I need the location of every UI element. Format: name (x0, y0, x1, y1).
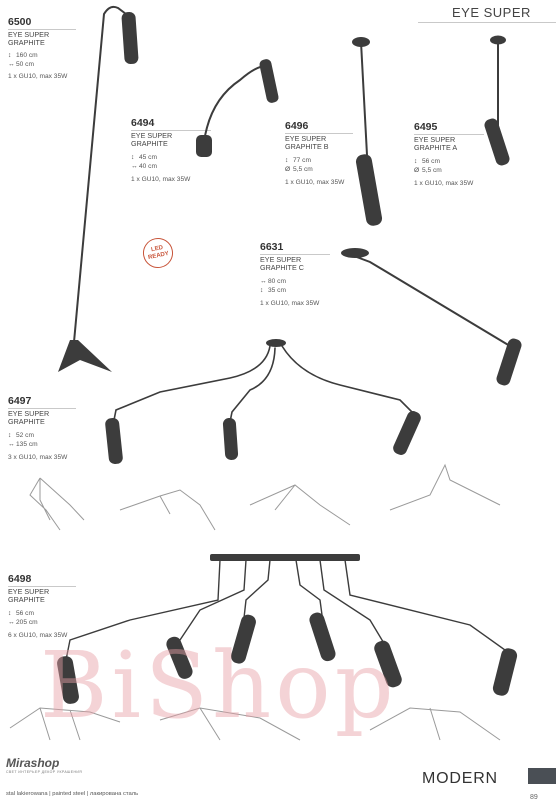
spec-row: ↔205 cm (8, 618, 38, 626)
spec-row: ↔40 cm (131, 162, 157, 170)
width-icon: ↔ (260, 277, 267, 285)
height-icon: ↕ (131, 153, 135, 161)
lamp-shade (393, 411, 421, 455)
lamp-shade (355, 154, 383, 226)
lamp-shade (484, 118, 510, 166)
spec-row: ↕56 cm (414, 157, 440, 165)
product-code: 6500 (8, 16, 32, 28)
height-icon: ↕ (414, 157, 418, 165)
spec-row: ↕77 cm (285, 156, 311, 164)
spec-row: ↕160 cm (8, 51, 38, 59)
spec-row: ↕35 cm (260, 286, 286, 294)
ceiling-canopy (266, 339, 286, 347)
product-name: EYE SUPER GRAPHITE (8, 30, 50, 48)
spec-row: ↕56 cm (8, 609, 34, 617)
product-name: EYE SUPER GRAPHITE B (285, 134, 329, 152)
bulb-spec: 1 x GU10, max 35W (285, 178, 345, 186)
product-name: EYE SUPER GRAPHITE (8, 587, 50, 605)
header-rule (418, 22, 556, 23)
lamp-shade (222, 417, 239, 460)
wall-lamp-6494 (203, 65, 267, 143)
page-number: 89 (530, 794, 538, 801)
lamp-base (58, 340, 112, 372)
product-block-6500: 6500 EYE SUPER GRAPHITE ↕160 cm ↔50 cm 1… (8, 16, 78, 81)
product-code: 6497 (8, 395, 32, 407)
lamp-shade (496, 338, 522, 386)
height-icon: ↕ (8, 51, 12, 59)
product-block-6631: 6631 EYE SUPER GRAPHITE C ↔80 cm ↕35 cm … (260, 241, 335, 308)
outline-thumbnails-row-2 (9, 707, 501, 741)
lamp-shade (231, 614, 256, 664)
spec-row: ↔80 cm (260, 277, 286, 285)
ceiling-canopy (352, 37, 370, 47)
lamp-shade (57, 656, 79, 704)
footer-materials: stal lakierowana | painted steel | лакир… (6, 791, 139, 797)
outline-thumbnails-row-1 (29, 463, 501, 531)
bulb-spec: 1 x GU10, max 35W (131, 175, 191, 183)
width-icon: ↔ (8, 60, 15, 68)
product-name: EYE SUPER GRAPHITE (131, 131, 173, 149)
height-icon: ↕ (8, 431, 12, 439)
width-icon: ↔ (131, 162, 138, 170)
lamp-shade (121, 11, 139, 65)
diameter-icon: Ø (285, 165, 291, 173)
wall-plate (196, 135, 212, 157)
arms-6497 (113, 345, 413, 423)
bulb-spec: 6 x GU10, max 35W (8, 631, 68, 639)
height-icon: ↕ (285, 156, 289, 164)
arm-6631 (353, 255, 511, 347)
product-code: 6498 (8, 573, 32, 585)
lamp-shade (374, 640, 402, 688)
spec-row: ↕45 cm (131, 153, 157, 161)
footer-tab (528, 768, 556, 784)
width-icon: ↔ (8, 618, 15, 626)
ceiling-canopy (490, 35, 506, 45)
ceiling-bar (210, 554, 360, 561)
product-code: 6495 (414, 121, 438, 133)
header-title: EYE SUPER (452, 5, 531, 20)
product-code: 6494 (131, 117, 155, 129)
product-name: EYE SUPER GRAPHITE (8, 409, 50, 427)
bulb-spec: 1 x GU10, max 35W (260, 299, 320, 307)
floor-lamp-6500 (73, 5, 127, 343)
product-code: 6631 (260, 241, 284, 253)
bulb-spec: 1 x GU10, max 35W (8, 72, 68, 80)
lamp-shade (492, 648, 518, 696)
height-icon: ↕ (8, 609, 12, 617)
product-block-6498: 6498 EYE SUPER GRAPHITE ↕56 cm ↔205 cm 6… (8, 573, 83, 640)
product-name: EYE SUPER GRAPHITE A (414, 135, 458, 153)
watermark: BiShop (40, 632, 398, 739)
bulb-spec: 3 x GU10, max 35W (8, 453, 68, 461)
pendant-rod-6496 (360, 41, 368, 156)
spec-row: ↔135 cm (8, 440, 38, 448)
bulb-spec: 1 x GU10, max 35W (414, 179, 474, 187)
store-logo: Mirashop СВЕТ ИНТЕРЬЕР ДЕКОР УКРАШЕНИЯ (6, 756, 83, 774)
spec-row: ↕52 cm (8, 431, 34, 439)
diameter-icon: Ø (414, 166, 420, 174)
product-name: EYE SUPER GRAPHITE C (260, 255, 304, 273)
product-code: 6496 (285, 120, 309, 132)
product-block-6497: 6497 EYE SUPER GRAPHITE ↕52 cm ↔135 cm 3… (8, 395, 83, 462)
lamp-shade (166, 636, 193, 679)
lamp-shade (309, 612, 336, 662)
product-block-6494: 6494 EYE SUPER GRAPHITE ↕45 cm ↔40 cm 1 … (131, 117, 211, 184)
width-icon: ↔ (8, 440, 15, 448)
spec-row: ↔50 cm (8, 60, 34, 68)
height-icon: ↕ (260, 286, 264, 294)
footer-category: MODERN (422, 770, 498, 787)
lamp-shade (105, 417, 123, 465)
ceiling-canopy (341, 248, 369, 258)
lamp-shade (259, 59, 279, 103)
